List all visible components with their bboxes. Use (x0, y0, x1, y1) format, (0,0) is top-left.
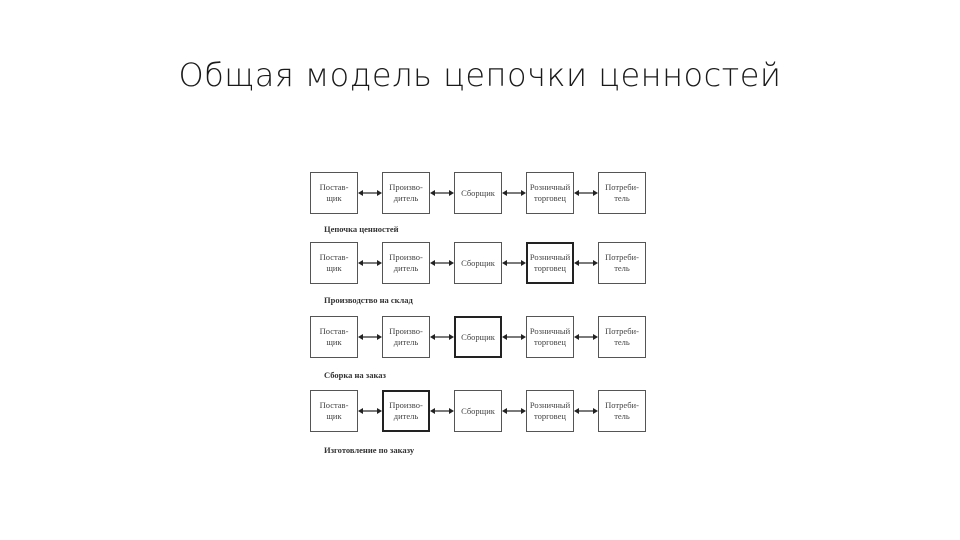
double-arrow-icon (502, 258, 526, 268)
double-arrow-icon (430, 406, 454, 416)
chain-box: Розничный торговец (526, 390, 574, 432)
chain-box-label: Постав- щик (319, 400, 349, 421)
chain-box-label: Сборщик (461, 331, 495, 342)
chain-box-label: Произво- дитель (389, 400, 423, 421)
chain-box-label: Постав- щик (319, 182, 349, 203)
chain-box: Произво- дитель (382, 242, 430, 284)
chain-box: Сборщик (454, 172, 502, 214)
chain-box: Сборщик (454, 242, 502, 284)
chain-box-label: Постав- щик (319, 252, 349, 273)
chain-box: Розничный торговец (526, 316, 574, 358)
double-arrow-icon (574, 406, 598, 416)
double-arrow-icon (502, 188, 526, 198)
double-arrow-icon (574, 188, 598, 198)
chain-box-label: Потреби- тель (605, 252, 639, 273)
chain-box-label: Розничный торговец (529, 182, 571, 203)
chain-box: Постав- щик (310, 390, 358, 432)
chain-box: Произво- дитель (382, 172, 430, 214)
double-arrow-icon (574, 332, 598, 342)
chain-box: Потреби- тель (598, 242, 646, 284)
double-arrow-icon (430, 332, 454, 342)
chain-box: Потреби- тель (598, 390, 646, 432)
row-caption: Сборка на заказ (324, 370, 386, 380)
double-arrow-icon (430, 258, 454, 268)
chain-box-label: Постав- щик (319, 326, 349, 347)
slide-title: Общая модель цепочки ценностей (178, 56, 782, 94)
double-arrow-icon (574, 258, 598, 268)
chain-box: Сборщик (454, 316, 502, 358)
chain-box: Потреби- тель (598, 316, 646, 358)
chain-box-label: Розничный торговец (529, 326, 571, 347)
chain-box-label: Потреби- тель (605, 182, 639, 203)
chain-box: Розничный торговец (526, 242, 574, 284)
double-arrow-icon (502, 332, 526, 342)
double-arrow-icon (430, 188, 454, 198)
double-arrow-icon (358, 258, 382, 268)
double-arrow-icon (358, 188, 382, 198)
row-caption: Цепочка ценностей (324, 224, 399, 234)
row-caption: Изготовление по заказу (324, 445, 415, 455)
chain-box: Розничный торговец (526, 172, 574, 214)
chain-box-label: Произво- дитель (389, 326, 423, 347)
chain-box-label: Произво- дитель (389, 182, 423, 203)
chain-box: Потреби- тель (598, 172, 646, 214)
double-arrow-icon (358, 406, 382, 416)
row-caption: Производство на склад (324, 295, 413, 305)
chain-box-label: Розничный торговец (529, 400, 571, 421)
chain-box-label: Сборщик (461, 187, 495, 198)
chain-box: Постав- щик (310, 242, 358, 284)
chain-box-label: Потреби- тель (605, 400, 639, 421)
chain-box-label: Сборщик (461, 405, 495, 416)
double-arrow-icon (358, 332, 382, 342)
chain-box: Произво- дитель (382, 390, 430, 432)
chain-box: Сборщик (454, 390, 502, 432)
double-arrow-icon (502, 406, 526, 416)
chain-box: Постав- щик (310, 316, 358, 358)
chain-box-label: Сборщик (461, 257, 495, 268)
chain-box: Произво- дитель (382, 316, 430, 358)
chain-box-label: Потреби- тель (605, 326, 639, 347)
chain-box-label: Розничный торговец (529, 252, 571, 273)
chain-box: Постав- щик (310, 172, 358, 214)
chain-box-label: Произво- дитель (389, 252, 423, 273)
